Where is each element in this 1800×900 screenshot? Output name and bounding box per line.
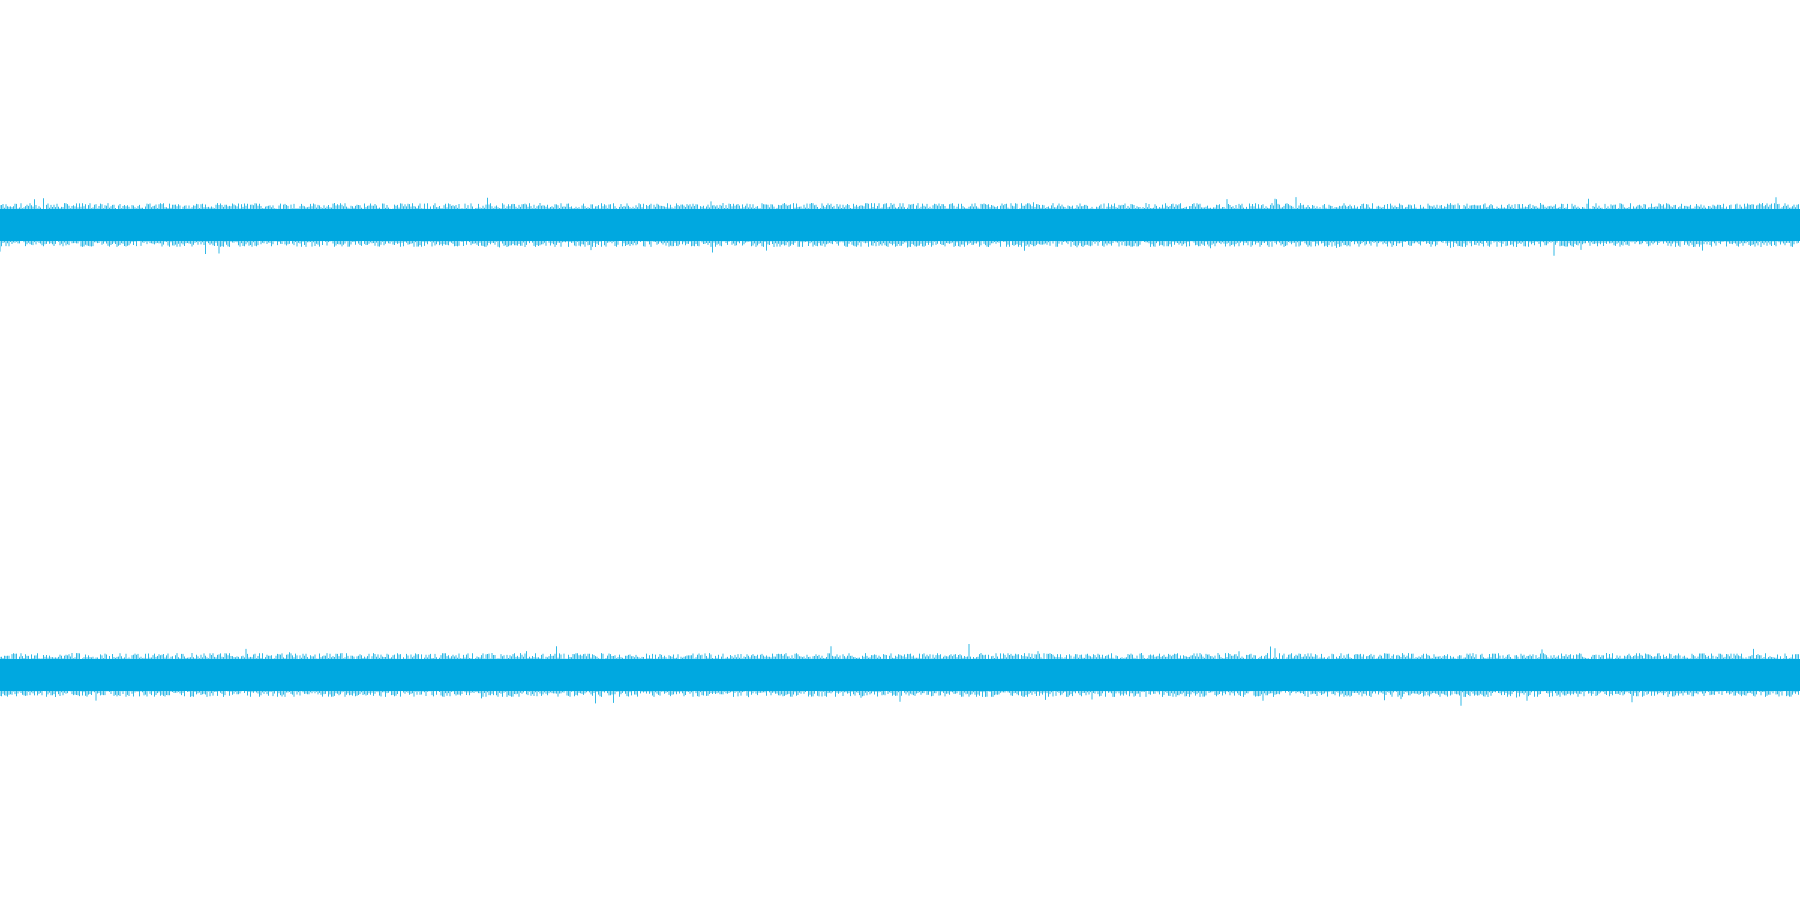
waveform-channel-left[interactable] (0, 0, 1800, 450)
left-channel-waveform-svg (0, 197, 1800, 256)
waveform-spikes (0, 644, 1799, 706)
right-channel-waveform-svg (0, 644, 1800, 706)
waveform-channel-right[interactable] (0, 450, 1800, 900)
waveform-spikes (0, 197, 1799, 256)
